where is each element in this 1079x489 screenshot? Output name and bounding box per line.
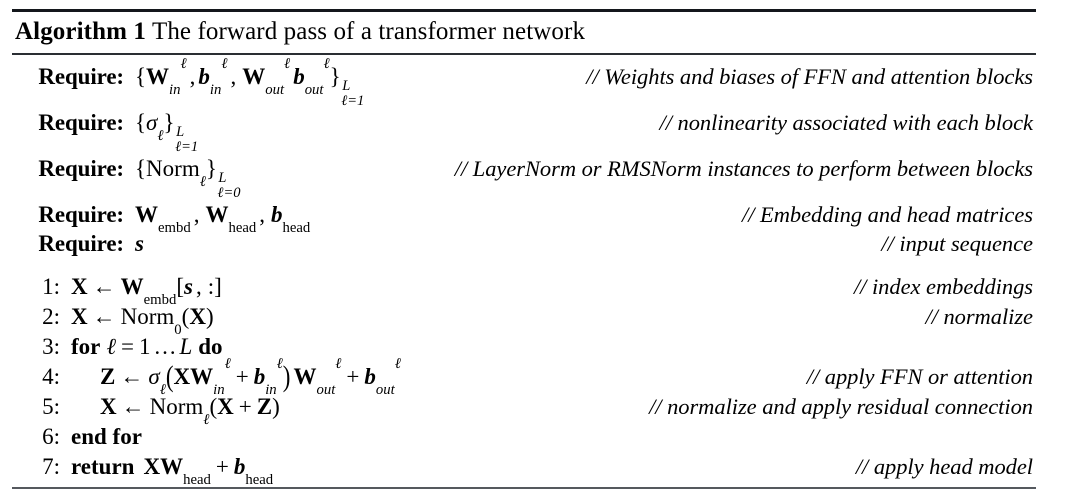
step-code: X←Normℓ(X+Z) [100, 394, 280, 428]
algorithm-step: 2: X←Norm0(X) // normalize [12, 302, 1036, 338]
require-label: Require: [38, 110, 124, 136]
step-number: 2: [42, 304, 60, 330]
algorithm-step: 1: X←Wembd[s,:] // index embeddings [12, 272, 1036, 308]
algorithm-step: 4: Z←σℓ(XWinℓ+binℓ)Woutℓ+boutℓ // apply … [12, 355, 1036, 398]
require-label: Require: [38, 156, 124, 182]
step-number: 7: [42, 454, 60, 480]
step-code: Z←σℓ(XWinℓ+binℓ)Woutℓ+boutℓ [100, 355, 401, 398]
require-comment: // nonlinearity associated with each blo… [659, 110, 1034, 136]
rule-top [12, 9, 1036, 12]
step-number: 4: [42, 364, 60, 390]
step-comment: // normalize [925, 304, 1033, 330]
step-comment: // apply FFN or attention [806, 364, 1033, 390]
step-number: 6: [42, 424, 60, 450]
step-code: X←Norm0(X) [71, 304, 214, 338]
algorithm-number-label: Algorithm 1 [15, 18, 146, 45]
step-number: 1: [42, 274, 60, 300]
require-label: Require: [38, 202, 124, 228]
require-comment: // LayerNorm or RMSNorm instances to per… [454, 156, 1033, 182]
step-comment: // apply head model [855, 454, 1033, 480]
require-comment: // input sequence [881, 231, 1033, 257]
require-code: s [135, 231, 144, 257]
require-comment: // Weights and biases of FFN and attenti… [586, 64, 1033, 89]
require-comment: // Embedding and head matrices [742, 202, 1033, 228]
require-row: Require: Wembd,Whead,bhead // Embedding … [12, 200, 1036, 236]
step-code: X←Wembd[s,:] [71, 274, 222, 308]
algorithm-step: 6: end for [12, 422, 1036, 452]
require-label: Require: [38, 231, 124, 257]
step-number: 5: [42, 394, 60, 420]
step-number: 3: [42, 334, 60, 360]
require-code: Wembd,Whead,bhead [135, 202, 311, 236]
rule-under-title [12, 53, 1036, 55]
algorithm-caption: The forward pass of a transformer networ… [151, 18, 586, 45]
step-code: end for [71, 424, 142, 450]
rule-bottom [12, 487, 1036, 489]
require-label: Require: [38, 64, 124, 89]
step-comment: // index embeddings [853, 274, 1033, 300]
require-row: Require: s // input sequence [12, 229, 1036, 258]
